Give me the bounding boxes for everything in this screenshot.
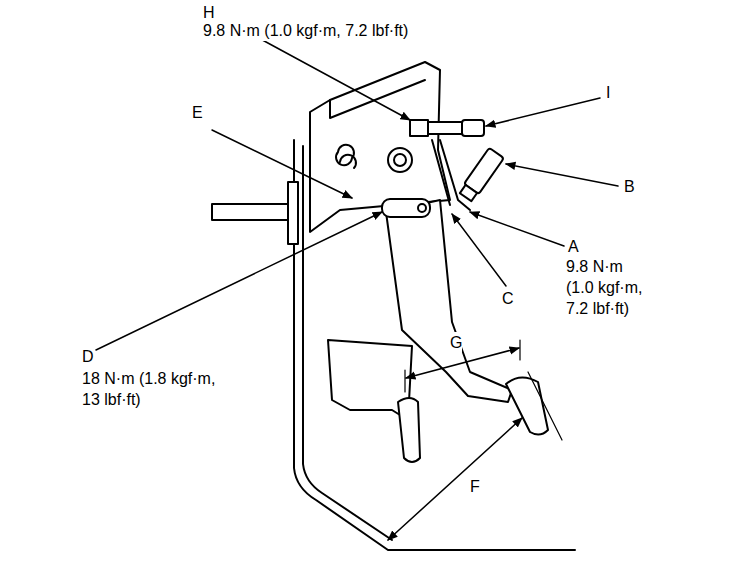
- dimension-letter: F: [470, 476, 480, 497]
- leader-line: [255, 36, 410, 120]
- pivot-bolt: [388, 148, 412, 172]
- callout-letter: D: [82, 346, 94, 367]
- torque-spec: 9.8 N·m (1.0 kgf·m, 7.2 lbf·ft): [566, 256, 648, 319]
- torque-spec: 9.8 N·m (1.0 kgf·m, 7.2 lbf·ft): [203, 20, 408, 41]
- leader-lines: [96, 36, 618, 350]
- dimension-letter: G: [450, 332, 462, 353]
- brake-switch-nut: [460, 185, 477, 201]
- switch-connector: [462, 120, 484, 136]
- switch-nut: [410, 120, 428, 136]
- return-spring: [336, 145, 356, 168]
- callout-letter: E: [192, 102, 203, 123]
- pedal-bracket: [310, 62, 450, 232]
- callout-letter: C: [502, 288, 514, 309]
- callout-letter: A: [568, 236, 579, 257]
- torque-spec: 18 N·m (1.8 kgf·m, 13 lbf·ft): [82, 368, 226, 410]
- pushrod: [212, 204, 290, 220]
- leader-line: [212, 130, 352, 198]
- pivot-bolt: [394, 154, 406, 166]
- extension-line: [405, 340, 562, 440]
- switch-body: [428, 122, 462, 134]
- accelerator-pad: [398, 398, 420, 462]
- flange: [288, 182, 298, 244]
- dimension-line: [388, 418, 522, 540]
- callout-letter: B: [624, 176, 635, 197]
- leader-line: [506, 164, 618, 186]
- leader-line: [486, 98, 600, 126]
- clevis: [382, 199, 430, 217]
- clevis-pin: [418, 204, 426, 212]
- leader-line: [96, 212, 382, 350]
- dimension-line: [406, 348, 519, 378]
- callout-letter: I: [606, 82, 610, 103]
- bracket-edge: [330, 80, 425, 118]
- switch-bracket: [432, 140, 470, 210]
- leader-line: [452, 214, 506, 286]
- leader-line: [470, 212, 564, 246]
